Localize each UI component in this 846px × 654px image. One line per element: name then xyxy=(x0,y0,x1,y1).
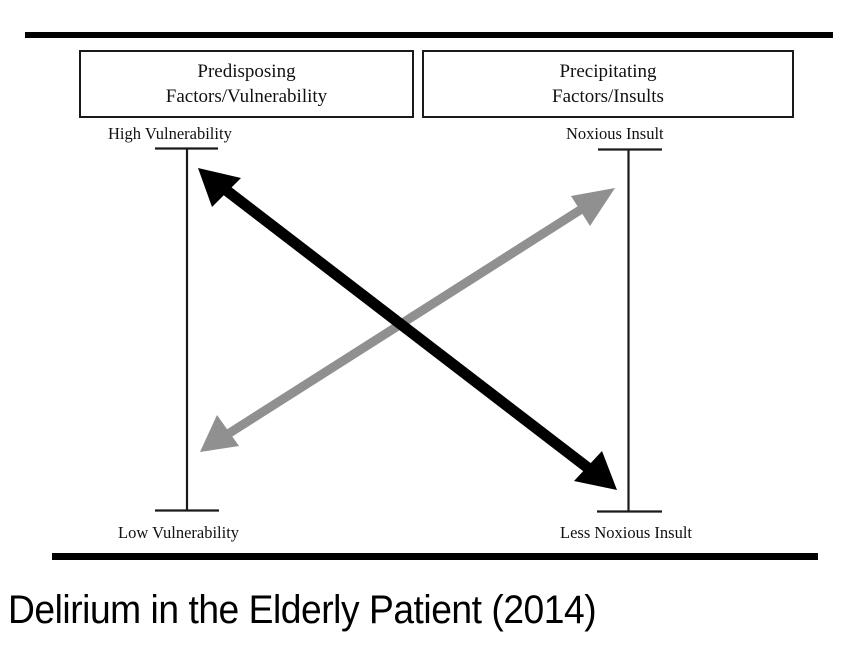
precipitating-factors-box: Precipitating Factors/Insults xyxy=(422,50,794,118)
top-rule xyxy=(25,32,833,38)
low-vulnerability-label: Low Vulnerability xyxy=(118,523,240,542)
less-noxious-insult-label: Less Noxious Insult xyxy=(560,523,692,542)
predisposing-title-line2: Factors/Vulnerability xyxy=(165,86,328,107)
high-vulnerability-label: High Vulnerability xyxy=(108,124,232,143)
gray-double-arrow xyxy=(200,188,615,452)
black-double-arrow xyxy=(198,168,617,490)
vulnerability-scale xyxy=(155,147,219,512)
noxious-insult-label: Noxious Insult xyxy=(566,124,664,143)
bottom-rule xyxy=(52,553,818,560)
precipitating-title-line2: Factors/Insults xyxy=(552,86,664,107)
precipitating-title-line1: Precipitating xyxy=(559,61,657,82)
gray-arrowhead-down xyxy=(200,415,239,452)
predisposing-factors-box: Predisposing Factors/Vulnerability xyxy=(79,50,414,118)
predisposing-title-line1: Predisposing xyxy=(197,61,296,82)
black-arrowhead-down xyxy=(574,451,617,490)
gray-arrowhead-up xyxy=(571,188,615,226)
figure-caption: Delirium in the Elderly Patient (2014) xyxy=(8,588,597,632)
black-arrowhead-up xyxy=(198,168,241,207)
insult-scale xyxy=(597,148,662,513)
